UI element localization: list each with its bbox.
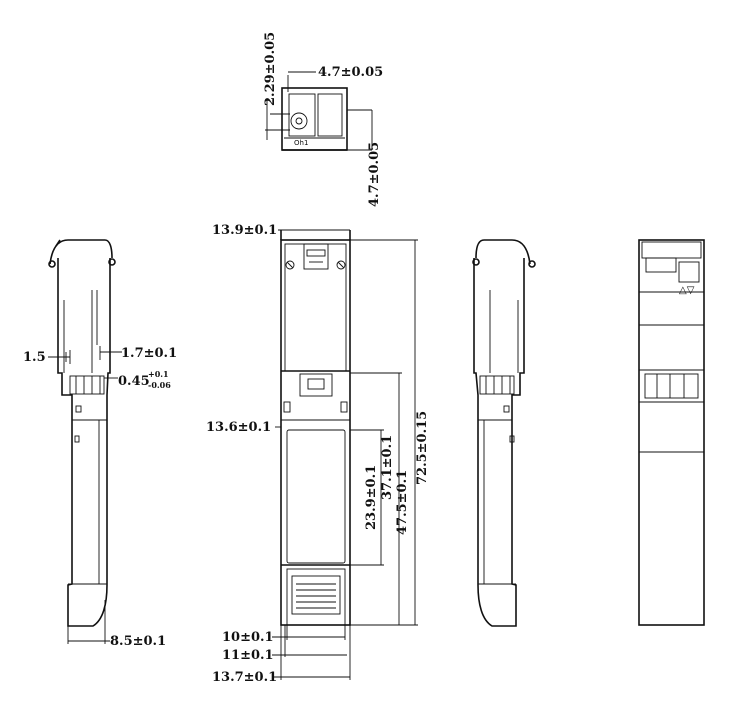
bottom-view xyxy=(638,239,705,626)
dim-top-height: 2.29±0.05 xyxy=(263,32,278,106)
dim-11: 11±0.1 xyxy=(222,648,274,663)
dim-13-6: 13.6±0.1 xyxy=(206,420,271,435)
dim-23-9: 23.9±0.1 xyxy=(364,465,379,530)
end-view xyxy=(265,71,373,151)
dim-8-5: 8.5±0.1 xyxy=(110,634,166,649)
dim-0-45-sup: +0.1 xyxy=(148,369,169,379)
dim-0-45: 0.45 xyxy=(118,374,150,389)
dim-37-1: 37.1±0.1 xyxy=(380,435,395,500)
dim-72-5: 72.5±0.15 xyxy=(415,411,430,485)
dim-13-9: 13.9±0.1 xyxy=(212,223,277,238)
dim-top-width: 4.7±0.05 xyxy=(318,65,383,80)
right-side-view xyxy=(472,239,536,627)
dim-10: 10±0.1 xyxy=(222,630,274,645)
dim-1-5: 1.5 xyxy=(23,350,46,365)
left-side-view xyxy=(48,239,122,644)
dim-1-7: 1.7±0.1 xyxy=(121,346,177,361)
port-mark: Oh1 xyxy=(294,139,308,147)
tx-rx-mark: △▽ xyxy=(679,285,695,296)
dim-0-45-sub: -0.06 xyxy=(148,380,171,390)
dim-top-side: 4.7±0.05 xyxy=(367,142,382,207)
front-view xyxy=(272,229,418,680)
dim-47-5: 47.5±0.1 xyxy=(395,470,410,535)
dim-13-7: 13.7±0.1 xyxy=(212,670,277,685)
